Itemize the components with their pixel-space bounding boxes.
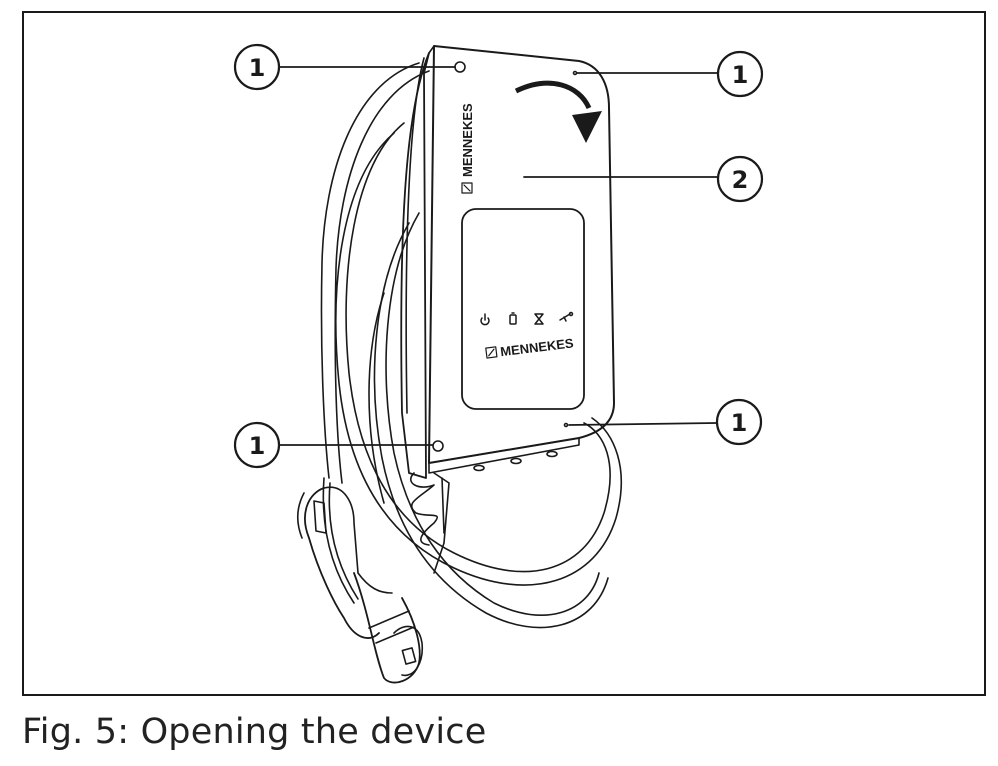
rotation-arrow-icon [514, 80, 602, 143]
svg-text:2: 2 [732, 166, 749, 194]
svg-text:1: 1 [731, 409, 748, 437]
housing-body [400, 45, 615, 574]
brand-logo-display: MENNEKES [485, 335, 575, 359]
svg-text:1: 1 [249, 432, 266, 460]
screw-top-right [572, 70, 578, 76]
wallbox-illustration: MENNEKES MENNEKES [233, 43, 764, 684]
svg-text:1: 1 [249, 54, 266, 82]
callout-1-bottom-left: 1 [233, 421, 281, 469]
indicator-icons [480, 311, 574, 326]
screw-bottom-right [563, 422, 569, 428]
screw-top-left [454, 61, 466, 73]
brand-text-vertical: MENNEKES [460, 103, 475, 177]
callout-1-top-left: 1 [233, 43, 281, 91]
callout-1-bottom-right: 1 [715, 398, 763, 446]
charging-plug [296, 486, 424, 684]
screw-bottom-left [432, 440, 444, 452]
charging-cable [320, 62, 623, 629]
hourglass-icon [534, 313, 544, 325]
callout-2-cover: 2 [716, 155, 764, 203]
figure-caption: Fig. 5: Opening the device [22, 712, 487, 752]
figure-frame: MENNEKES MENNEKES [22, 11, 986, 696]
callout-1-top-right: 1 [716, 50, 764, 98]
brand-text-display: MENNEKES [499, 335, 574, 359]
brand-logo-vertical: MENNEKES [460, 103, 475, 194]
plug-icon [559, 311, 574, 322]
svg-text:1: 1 [732, 61, 749, 89]
battery-icon [509, 312, 517, 325]
callout-lines [279, 66, 720, 446]
leader-bottom-right [568, 422, 717, 426]
power-icon [480, 313, 490, 326]
